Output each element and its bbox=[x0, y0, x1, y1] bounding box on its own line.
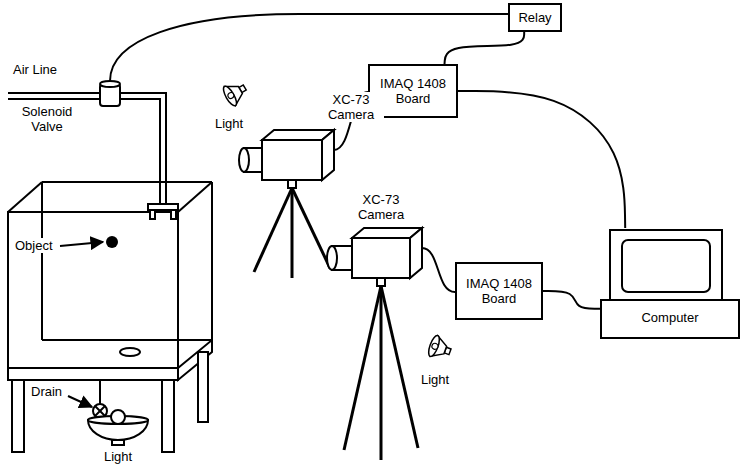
tripod bbox=[288, 180, 296, 188]
tank-edge bbox=[8, 182, 42, 212]
tripod-leg bbox=[380, 286, 383, 460]
object-dot bbox=[106, 236, 118, 248]
air-line-pipe bbox=[120, 99, 160, 204]
part-label: Air Line bbox=[12, 62, 58, 77]
drain-valve bbox=[95, 406, 105, 416]
part-label: XC-73 Camera bbox=[318, 92, 384, 122]
camera-lens bbox=[327, 246, 337, 270]
part-label: Light bbox=[420, 372, 450, 387]
table-leg bbox=[12, 380, 24, 452]
signal-wire bbox=[445, 32, 525, 64]
monitor bbox=[610, 230, 722, 302]
leader-arrow bbox=[68, 396, 92, 407]
drain-valve bbox=[95, 406, 105, 416]
spot-light bbox=[426, 334, 453, 362]
table-top bbox=[8, 368, 178, 380]
signal-wire bbox=[543, 291, 600, 309]
bottom-light bbox=[111, 410, 125, 424]
tank-edge bbox=[211, 182, 213, 340]
table-leg bbox=[162, 380, 174, 452]
air-line-pipe bbox=[8, 98, 100, 100]
tripod-leg bbox=[381, 286, 418, 448]
drain-hole bbox=[120, 348, 140, 356]
drain-pipe bbox=[99, 380, 101, 404]
spot-light bbox=[221, 78, 250, 108]
camera-body bbox=[322, 130, 334, 180]
part-label: XC-73 Camera bbox=[348, 192, 414, 222]
air-line-pipe bbox=[8, 92, 100, 94]
node-text: IMAQ 1408 Board bbox=[463, 276, 535, 306]
computer-base bbox=[601, 300, 739, 338]
computer: Computer bbox=[600, 228, 740, 340]
tank-edge bbox=[41, 182, 43, 340]
relay-box: Relay bbox=[508, 3, 562, 32]
camera-body bbox=[262, 140, 322, 180]
part-label: Solenoid Valve bbox=[14, 104, 80, 134]
nozzle bbox=[150, 210, 155, 219]
camera-body bbox=[352, 238, 410, 278]
nozzle bbox=[171, 210, 176, 219]
leader-arrow bbox=[60, 242, 103, 246]
monitor-screen bbox=[622, 240, 710, 292]
table-leg bbox=[198, 352, 208, 422]
signal-wire bbox=[458, 91, 625, 228]
part-label: Object bbox=[14, 238, 54, 253]
part-label: Light bbox=[214, 116, 244, 131]
camera-lens bbox=[239, 148, 249, 172]
air-line-pipe bbox=[120, 93, 166, 204]
tank-edge bbox=[42, 339, 212, 341]
tripod bbox=[377, 278, 385, 286]
node-text: Relay bbox=[515, 10, 555, 25]
bottom-light bbox=[112, 440, 124, 445]
solenoid-valve bbox=[100, 81, 120, 87]
tripod-leg bbox=[254, 188, 292, 272]
camera-body bbox=[410, 228, 422, 278]
part-label: Light bbox=[103, 449, 133, 464]
tripod-leg bbox=[344, 286, 381, 450]
camera-cable bbox=[422, 248, 455, 292]
tripod-leg bbox=[291, 188, 294, 278]
part-label: Drain bbox=[30, 384, 63, 399]
capture-board: IMAQ 1408 Board bbox=[455, 262, 543, 320]
node-text: IMAQ 1408 Board bbox=[376, 76, 450, 106]
tripod-leg bbox=[292, 188, 330, 268]
tank-front bbox=[8, 212, 178, 368]
node-text: Computer bbox=[600, 310, 740, 325]
tank-edge bbox=[42, 181, 212, 183]
tank-edge bbox=[178, 182, 212, 212]
